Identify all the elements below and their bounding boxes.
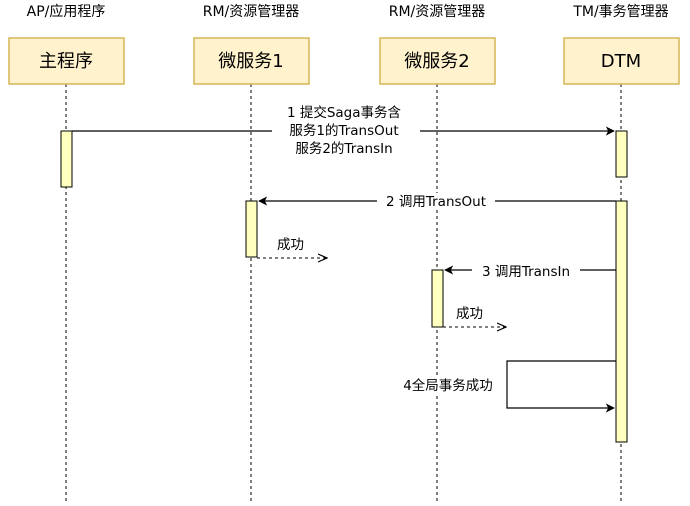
role-label-rm1: RM/资源管理器 xyxy=(203,4,300,20)
participant-box-main-program xyxy=(8,37,125,85)
participant-name-main-program: 主程序 xyxy=(39,51,93,72)
role-label-app: AP/应用程序 xyxy=(27,3,106,20)
message-1-label-line-3: 服务2的TransIn xyxy=(295,141,392,157)
role-label-rm2: RM/资源管理器 xyxy=(389,4,486,20)
message-2-label-bg xyxy=(377,193,495,210)
activation-dtm-2 xyxy=(615,200,628,443)
message-1-label-bg xyxy=(272,103,420,159)
return-2-label: 成功 xyxy=(456,306,483,322)
message-1-label-line-2: 服务1的TransOut xyxy=(289,123,398,139)
activation-microservice-2 xyxy=(431,269,444,328)
message-3-label: 3 调用TransIn xyxy=(482,264,570,280)
activation-dtm-1 xyxy=(615,130,628,178)
activation-microservice-1 xyxy=(245,200,258,258)
message-4-label-bg xyxy=(394,376,502,393)
activation-main-program xyxy=(60,130,73,188)
participant-name-microservice-1: 微服务1 xyxy=(218,51,283,72)
role-label-tm: TM/事务管理器 xyxy=(572,4,668,20)
participant-box-microservice-1 xyxy=(193,37,310,85)
message-2-label: 2 调用TransOut xyxy=(386,194,486,210)
participant-name-microservice-2: 微服务2 xyxy=(404,51,469,72)
message-1-label-line-1: 1 提交Saga事务含 xyxy=(287,104,402,121)
participant-name-dtm: DTM xyxy=(601,51,641,72)
return-1-label: 成功 xyxy=(277,237,304,253)
message-4-label: 4全局事务成功 xyxy=(403,377,493,394)
participant-box-microservice-2 xyxy=(379,37,496,85)
participant-box-dtm xyxy=(563,37,680,85)
message-4-self-arrow xyxy=(506,360,616,413)
message-3-label-bg xyxy=(472,262,580,279)
